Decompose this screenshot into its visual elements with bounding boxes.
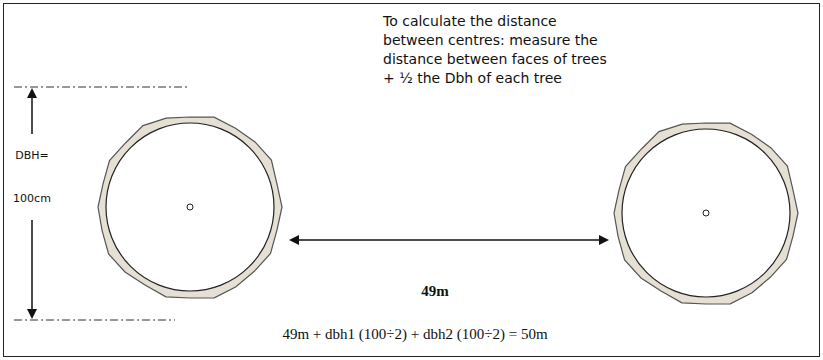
right-tree xyxy=(614,123,798,304)
distance-dimension: 49m xyxy=(405,283,465,300)
equation: 49m + dbh1 (100÷2) + dbh2 (100÷2) = 50m xyxy=(150,326,680,343)
dbh-dimension: DBH= 100cm xyxy=(12,134,52,220)
left-tree xyxy=(98,117,282,298)
instruction-note: To calculate the distance between centre… xyxy=(383,12,618,88)
frame xyxy=(4,4,820,357)
distance-arrow xyxy=(289,235,609,245)
